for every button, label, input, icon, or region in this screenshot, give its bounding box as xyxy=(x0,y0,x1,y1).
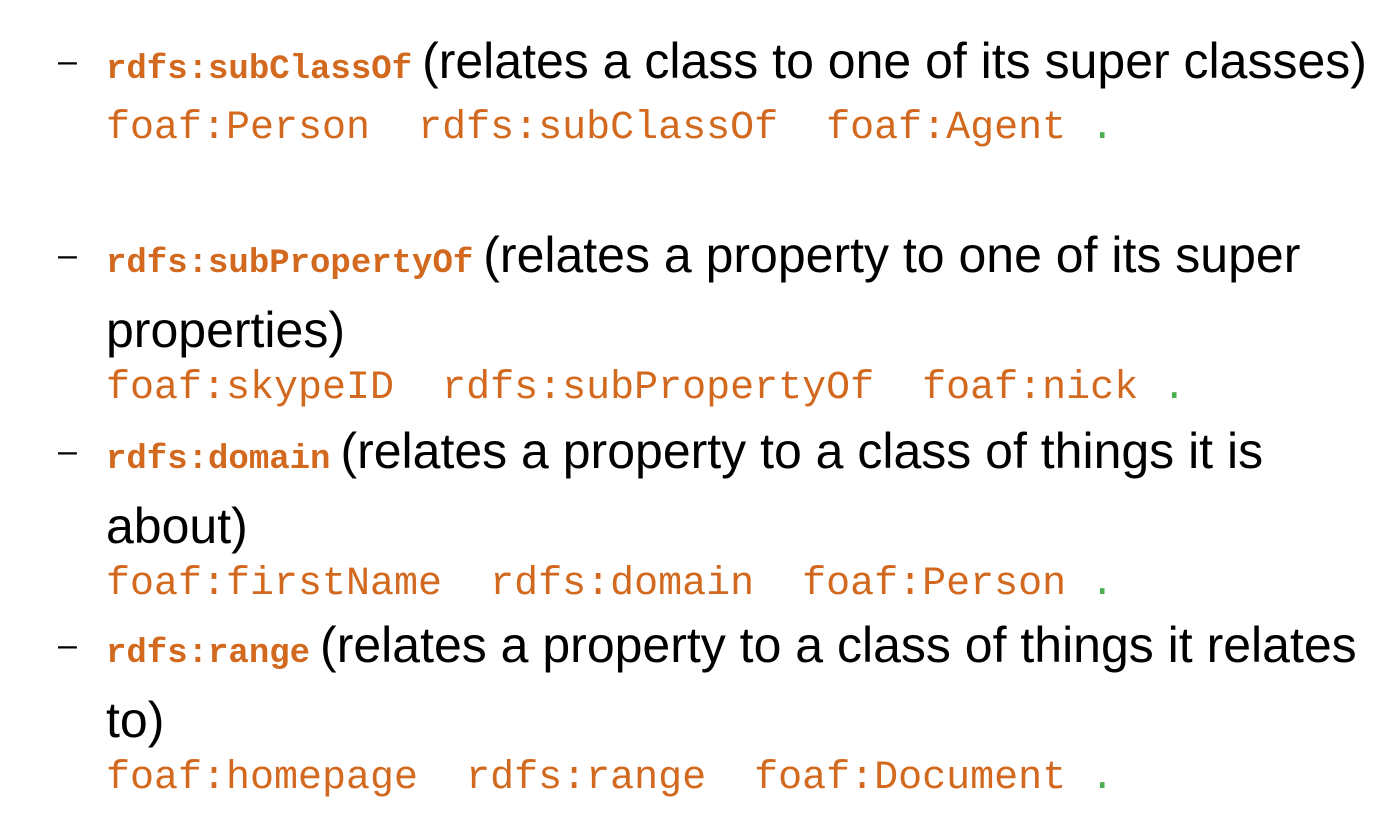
term-label: rdfs:subPropertyOf xyxy=(106,245,474,283)
bullet-line: – rdfs:subPropertyOf(relates a property … xyxy=(58,222,1376,363)
example-triple: foaf:homepage rdfs:range foaf:Document . xyxy=(58,753,1376,805)
list-item-range: – rdfs:range(relates a property to a cla… xyxy=(58,612,1376,805)
term-description: (relates a property to a class of things… xyxy=(106,423,1264,554)
example-subject: foaf:homepage xyxy=(106,756,419,801)
example-predicate: rdfs:subClassOf xyxy=(418,106,779,151)
example-triple: foaf:skypeID rdfs:subPropertyOf foaf:nic… xyxy=(58,363,1376,415)
term-description: (relates a property to one of its super … xyxy=(106,227,1301,358)
example-terminator: . xyxy=(1090,756,1115,801)
example-terminator: . xyxy=(1090,106,1115,151)
term-label: rdfs:domain xyxy=(106,441,331,479)
bullet-dash: – xyxy=(58,42,77,80)
example-predicate: rdfs:range xyxy=(466,756,707,801)
example-object: foaf:nick xyxy=(922,366,1139,411)
term-description: (relates a property to a class of things… xyxy=(106,617,1357,748)
term-description: (relates a class to one of its super cla… xyxy=(422,33,1367,89)
example-terminator: . xyxy=(1090,562,1115,607)
example-terminator: . xyxy=(1162,366,1187,411)
list-item-domain: – rdfs:domain(relates a property to a cl… xyxy=(58,418,1376,611)
bullet-dash: – xyxy=(58,432,77,470)
bullet-dash: – xyxy=(58,626,77,664)
bullet-line: – rdfs:domain(relates a property to a cl… xyxy=(58,418,1376,559)
example-triple: foaf:Person rdfs:subClassOf foaf:Agent . xyxy=(58,103,1376,155)
example-triple: foaf:firstName rdfs:domain foaf:Person . xyxy=(58,559,1376,611)
bullet-dash: – xyxy=(58,236,77,274)
list-item-subclassof: – rdfs:subClassOf(relates a class to one… xyxy=(58,28,1376,155)
example-subject: foaf:skypeID xyxy=(106,366,395,411)
example-predicate: rdfs:subPropertyOf xyxy=(442,366,875,411)
bullet-line: – rdfs:range(relates a property to a cla… xyxy=(58,612,1376,753)
example-object: foaf:Document xyxy=(754,756,1067,801)
list-item-subpropertyof: – rdfs:subPropertyOf(relates a property … xyxy=(58,222,1376,415)
term-label: rdfs:range xyxy=(106,635,311,673)
example-object: foaf:Person xyxy=(802,562,1067,607)
term-label: rdfs:subClassOf xyxy=(106,51,413,89)
example-object: foaf:Agent xyxy=(826,106,1067,151)
bullet-line: – rdfs:subClassOf(relates a class to one… xyxy=(58,28,1376,103)
example-subject: foaf:Person xyxy=(106,106,371,151)
example-subject: foaf:firstName xyxy=(106,562,443,607)
example-predicate: rdfs:domain xyxy=(490,562,755,607)
